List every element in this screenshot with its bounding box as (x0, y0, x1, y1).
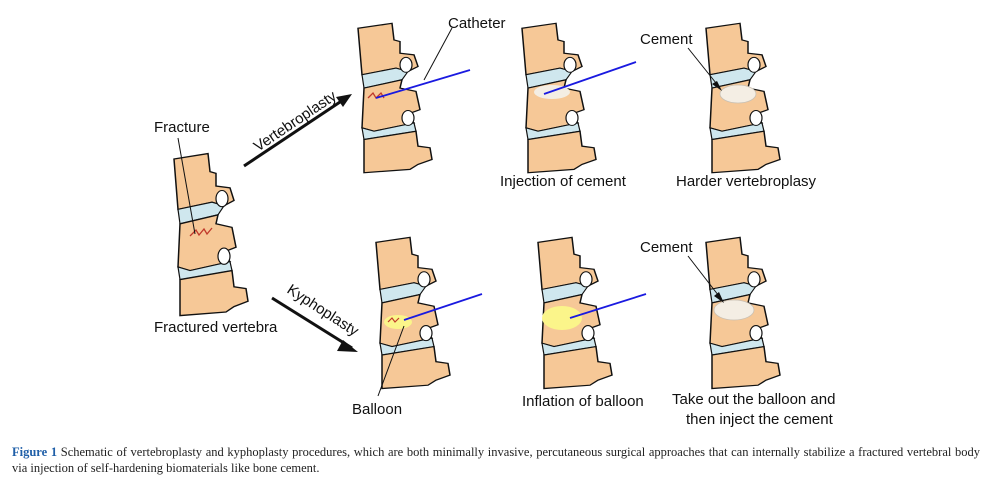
figure-label: Figure 1 (12, 445, 58, 459)
kyphoplasty-step1-vertebra (375, 236, 451, 390)
vertebroplasty-step1-vertebra (357, 22, 433, 174)
injection-of-cement-label: Injection of cement (500, 173, 627, 190)
inflation-of-balloon-label: Inflation of balloon (522, 393, 644, 410)
vertebroplasty-arrow (243, 96, 347, 168)
fracture-pointer (177, 137, 196, 235)
balloon-catheter-line (403, 293, 483, 321)
catheter-line (375, 69, 471, 99)
cement-bottom-label: Cement (640, 239, 693, 256)
hardened-cement (719, 84, 757, 104)
kyphoplasty-arrowhead (337, 340, 358, 352)
balloon-label: Balloon (352, 401, 402, 418)
catheter-label: Catheter (448, 15, 506, 32)
fracture-mark (189, 227, 213, 237)
cement-bottom-pointer (687, 255, 723, 301)
cement-top-label: Cement (640, 31, 693, 48)
inflated-balloon (542, 306, 582, 330)
harder-vertebroplasy-label: Harder vertebroplasy (676, 173, 817, 190)
fracture-label: Fracture (154, 119, 210, 136)
vertebroplasty-label: Vertebroplasty (251, 87, 340, 155)
catheter-pointer (423, 27, 453, 81)
cement-top-arrowhead (712, 81, 722, 91)
balloon-pointer (377, 325, 405, 397)
cement-top-pointer (687, 47, 721, 89)
take-out-label-line1: Take out the balloon and (672, 391, 835, 408)
figure-caption-text: Schematic of vertebroplasty and kyphopla… (12, 445, 980, 475)
kyphoplasty-fracture-mark (387, 317, 400, 323)
vertebroplasty-arrowhead (336, 94, 352, 107)
inflation-catheter-line (569, 293, 647, 319)
cement-bottom-arrowhead (714, 292, 724, 303)
kyphoplasty-cement (713, 299, 755, 321)
kyphoplasty-arrow (271, 296, 353, 350)
injection-catheter-line (543, 61, 637, 95)
take-out-label-line2: then inject the cement (686, 411, 834, 428)
fractured-vertebra-label: Fractured vertebra (154, 319, 278, 336)
figure-caption: Figure 1 Schematic of vertebroplasty and… (12, 444, 980, 476)
